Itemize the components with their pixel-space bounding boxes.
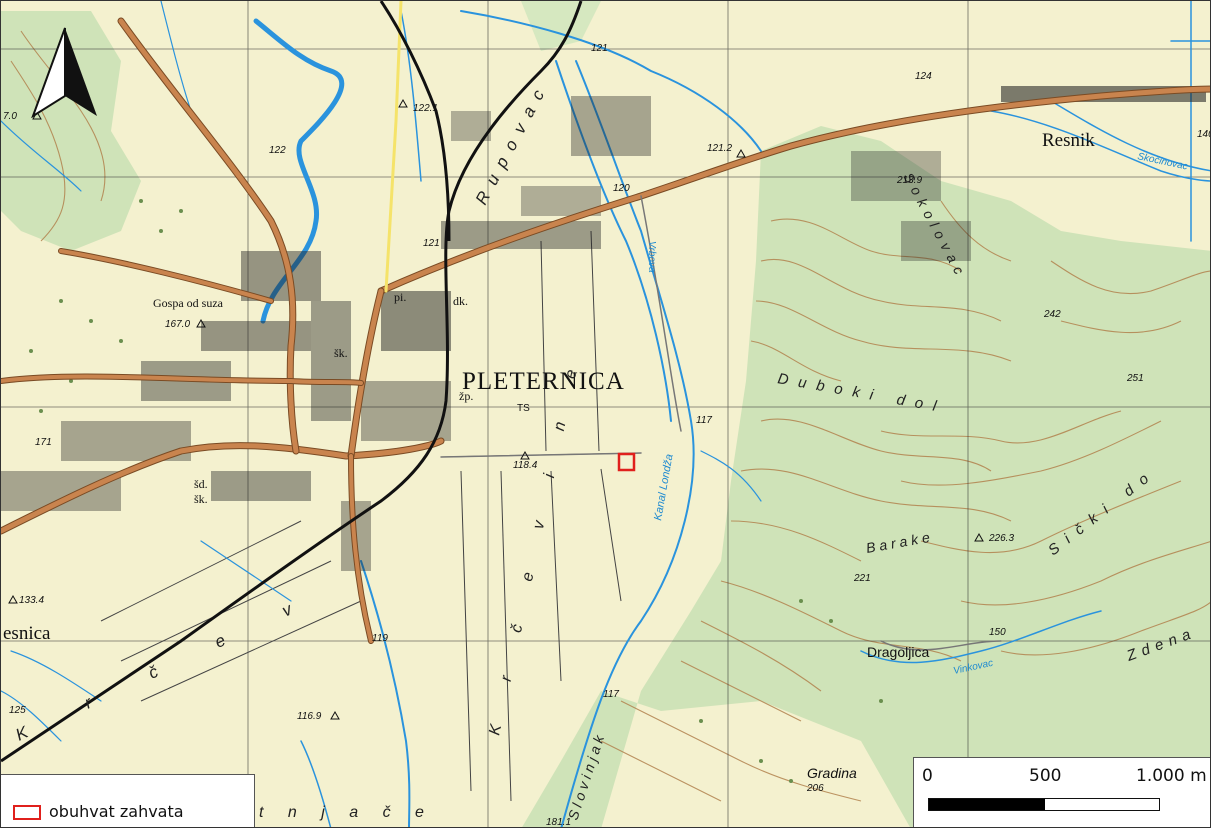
elev-150: 150	[989, 627, 1006, 638]
label-sd: šd.	[194, 477, 208, 491]
elev-221: 221	[853, 573, 871, 584]
elev-125: 125	[9, 705, 26, 716]
label-sk-1: šk.	[334, 346, 348, 360]
scale-label-1000: 1.000 m	[1136, 766, 1207, 786]
elev-121-top: 121	[591, 43, 608, 54]
scale-bar: 0 500 1.000 m	[913, 757, 1210, 827]
contour-lines	[10, 30, 1210, 802]
elev-133-4: 133.4	[19, 595, 44, 606]
elev-181-1: 181.1	[546, 817, 571, 828]
elev-122-1: 122.1	[413, 103, 438, 114]
label-zp: žp.	[459, 389, 473, 403]
legend-label: obuhvat zahvata	[49, 802, 184, 821]
elev-121-2: 121.2	[707, 143, 732, 154]
railway-lines	[1, 1, 583, 763]
label-tnjace: t n j a č e	[259, 804, 434, 821]
elev-121: 121	[423, 238, 440, 249]
elev-213-9: 213.9	[896, 175, 922, 186]
forest-area-east	[522, 126, 1210, 827]
label-pi: pi.	[394, 290, 406, 304]
elev-117-b: 117	[603, 689, 619, 700]
legend-swatch-study-area	[13, 805, 41, 820]
study-area-marker[interactable]	[617, 452, 636, 472]
forest-area-northwest	[1, 11, 141, 251]
north-arrow-icon	[31, 27, 97, 118]
elev-116-9: 116.9	[297, 711, 322, 722]
elev-120: 120	[613, 183, 630, 194]
elev-140: 140	[1197, 129, 1211, 140]
elev-171: 171	[35, 437, 52, 448]
label-sk-2: šk.	[194, 492, 208, 506]
elev-118-4: 118.4	[513, 460, 538, 471]
label-resnik: Resnik	[1042, 130, 1095, 151]
label-gospa-od-suza: Gospa od suza	[153, 296, 224, 310]
forest-area-north	[521, 1, 601, 51]
elev-242: 242	[1043, 309, 1061, 320]
elev-124: 124	[915, 71, 932, 82]
elev-117-a: 117	[696, 415, 712, 426]
map-legend: obuhvat zahvata	[1, 774, 255, 827]
label-esnica: esnica	[3, 623, 51, 644]
elev-17: 7.0	[3, 111, 17, 122]
label-vrbova: Vrbova	[646, 241, 657, 273]
elev-251: 251	[1126, 373, 1144, 384]
scale-label-0: 0	[922, 766, 933, 786]
elev-122: 122	[269, 145, 286, 156]
label-pleternica: PLETERNICA	[462, 368, 625, 395]
trig-point-markers	[8, 98, 984, 720]
elev-206: 206	[806, 783, 824, 794]
label-ts: TS	[517, 403, 530, 414]
elevation-labels: 121 122.1 122 124 121.2 120 121 213.9 24…	[3, 43, 1211, 828]
label-dragoljica: Dragoljica	[867, 644, 929, 660]
label-gradina: Gradina	[807, 765, 857, 781]
elev-226-3: 226.3	[988, 533, 1014, 544]
elev-119: 119	[372, 633, 388, 644]
vegetation-dots	[29, 199, 883, 783]
elev-167: 167.0	[165, 319, 190, 330]
road-network	[1, 1, 1210, 651]
scale-bar-graphic	[928, 798, 1160, 811]
scale-segment-black	[929, 799, 1045, 810]
scale-label-500: 500	[1029, 766, 1062, 786]
label-dk: dk.	[453, 294, 468, 308]
